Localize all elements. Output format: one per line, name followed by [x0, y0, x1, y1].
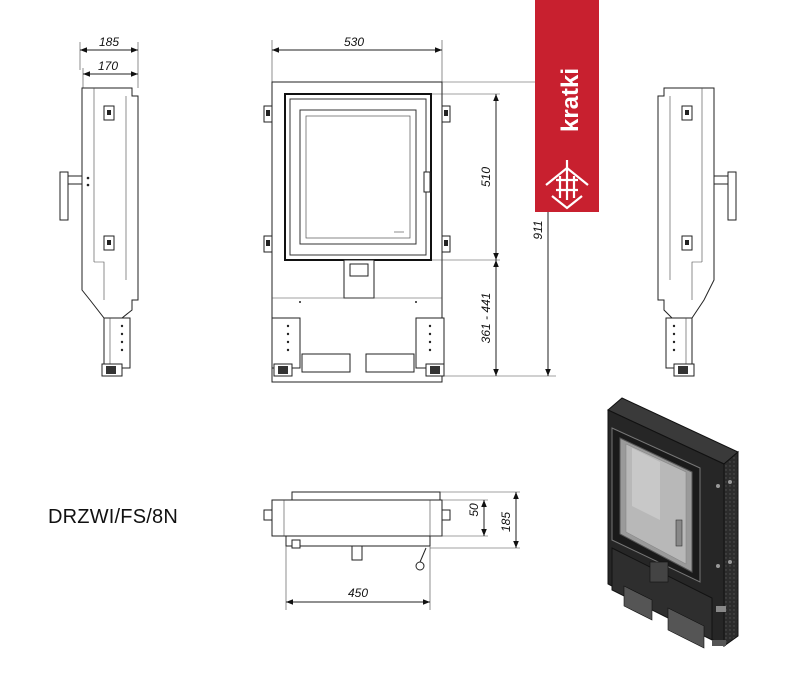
dim-door-height: 510	[479, 167, 493, 187]
dim-top-depth-small: 50	[467, 503, 481, 517]
kratki-logo: kratki	[535, 0, 599, 212]
dim-top-width: 450	[348, 586, 368, 600]
brand-name: kratki	[557, 68, 584, 132]
front-view: 530	[263, 35, 556, 383]
dim-side-depth-outer: 185	[99, 35, 119, 49]
right-side-view	[657, 87, 737, 377]
dim-base-height-range: 361 - 441	[479, 293, 493, 344]
dim-side-depth-inner: 170	[98, 59, 118, 73]
product-render	[607, 397, 739, 649]
flame-icon	[545, 160, 589, 210]
top-view: 50 185 450	[263, 491, 520, 610]
dim-total-height: 911	[531, 220, 545, 239]
model-title: DRZWI/FS/8N	[48, 506, 178, 528]
dim-front-width: 530	[344, 35, 364, 49]
left-side-view: 185 170	[59, 35, 139, 377]
dim-top-depth: 185	[499, 512, 513, 532]
